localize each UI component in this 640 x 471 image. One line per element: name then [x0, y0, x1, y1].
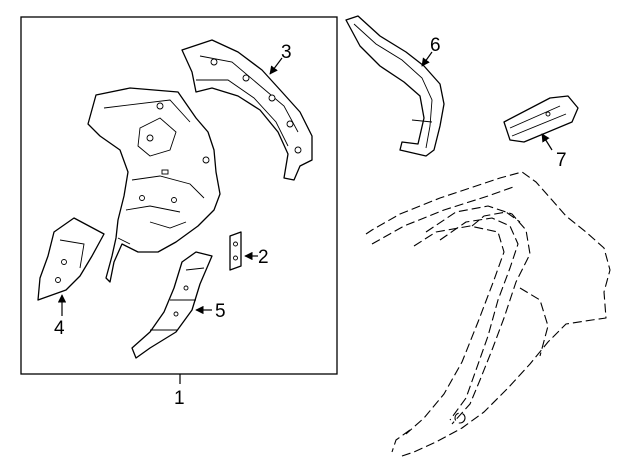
rail-piece-part[interactable] — [503, 95, 579, 143]
callout-5[interactable]: 5 — [215, 301, 226, 322]
outer-quarter-panel-outline — [365, 171, 611, 457]
callout-1[interactable]: 1 — [174, 388, 185, 409]
callout-4[interactable]: 4 — [54, 318, 65, 339]
assembly-frame — [20, 16, 338, 375]
callout-3-leader — [269, 57, 283, 75]
callout-2[interactable]: 2 — [258, 247, 269, 268]
inner-quarter-panel-part[interactable] — [87, 87, 221, 283]
callout-7[interactable]: 7 — [556, 150, 567, 171]
lower-reinforcement-part[interactable] — [131, 251, 213, 359]
bracket-part[interactable] — [229, 231, 242, 271]
lower-extension-part[interactable] — [37, 217, 105, 301]
callout-6[interactable]: 6 — [430, 35, 441, 56]
callout-6-leader — [421, 51, 433, 67]
pillar-reinforcement-part[interactable] — [345, 15, 445, 157]
callout-7-leader — [541, 133, 553, 151]
upper-rail-part[interactable] — [181, 39, 313, 181]
callout-3[interactable]: 3 — [281, 42, 292, 63]
